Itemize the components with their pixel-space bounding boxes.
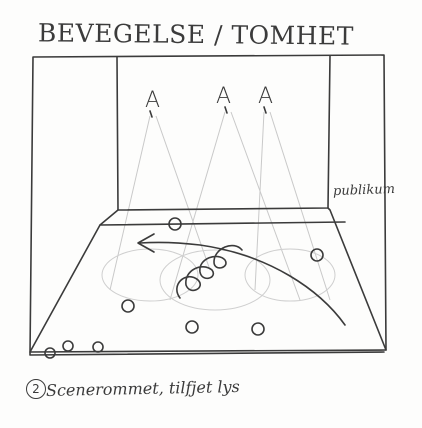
- caption-number: 2: [26, 379, 46, 399]
- lamp-label-1: A: [145, 88, 161, 113]
- light-pools: [101, 248, 336, 311]
- caption-text: Scenerommet, tilfjet lys: [45, 376, 240, 401]
- sketch-title: BEVEGELSE / TOMHET: [37, 18, 355, 51]
- lamp-label-3: A: [258, 84, 274, 109]
- room-frame: [29, 54, 387, 356]
- lamp-label-2: A: [216, 84, 232, 109]
- back-wall: [116, 55, 331, 211]
- performers: [44, 217, 324, 359]
- spiral-path: [176, 244, 243, 299]
- movement-arrow: [139, 241, 346, 326]
- light-cones: [109, 111, 331, 301]
- stage-floor: [29, 207, 387, 353]
- audience-label: publikum: [332, 181, 396, 200]
